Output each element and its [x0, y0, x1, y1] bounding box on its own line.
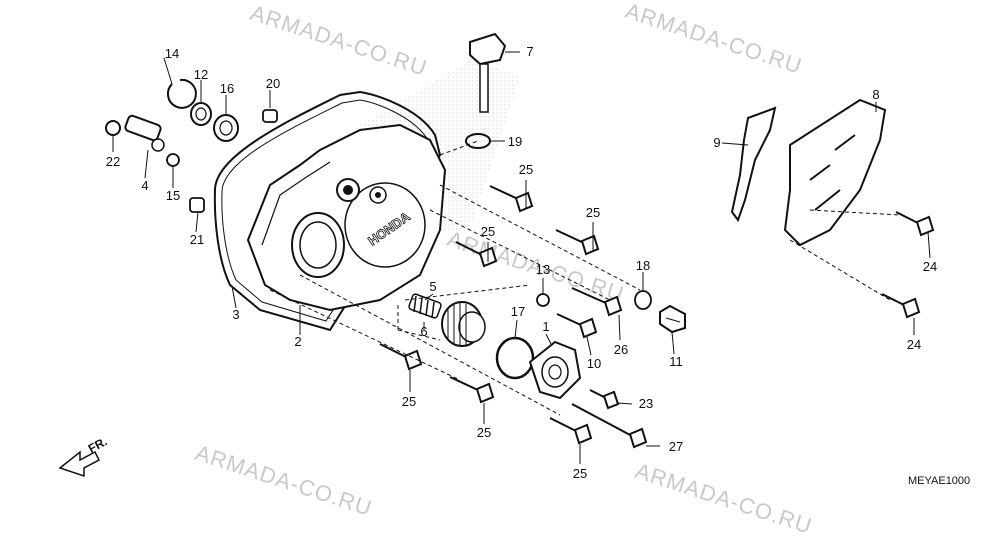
bolt-23	[589, 389, 620, 410]
gasket	[213, 90, 442, 332]
bolt-27	[571, 403, 648, 449]
callout-15: 15	[165, 188, 181, 203]
o-ring-17	[495, 336, 535, 380]
callout-18: 18	[635, 258, 651, 273]
callout-2: 2	[294, 334, 302, 349]
snap-ring	[166, 78, 197, 109]
callout-24-lower: 24	[906, 337, 922, 352]
callout-23: 23	[638, 396, 654, 411]
plate-9	[730, 106, 777, 223]
oil-filler-cap	[469, 32, 507, 113]
washer-13	[536, 293, 550, 307]
callout-13: 13	[535, 262, 551, 277]
left-crankcase-cover	[246, 123, 447, 312]
bolt-25-left	[455, 241, 498, 268]
bolt-25-lower-mid	[449, 376, 495, 404]
diagram-code: MEYAE1000	[908, 475, 971, 487]
callout-9: 9	[713, 135, 721, 150]
oil-seal	[190, 102, 212, 126]
callout-27: 27	[668, 439, 684, 454]
bolt-24-upper	[895, 211, 935, 237]
washer-15	[166, 153, 180, 167]
callout-26: 26	[613, 342, 629, 357]
dowel-pin-20	[262, 109, 278, 123]
bolt-25-mid	[555, 229, 600, 256]
leader-lines	[112, 51, 931, 464]
oil-filter-5	[441, 301, 486, 347]
callout-1: 1	[542, 319, 550, 334]
oil-filter-cover-1	[528, 340, 582, 400]
bolt-26	[571, 287, 623, 317]
callout-4: 4	[141, 178, 149, 193]
sprocket-cover	[783, 98, 887, 247]
callout-24-upper: 24	[922, 259, 938, 274]
callout-25-left: 25	[480, 224, 496, 239]
front-direction-arrow	[58, 450, 100, 478]
callout-25-lower-left: 25	[401, 394, 417, 409]
callout-10: 10	[586, 356, 602, 371]
bolt-10	[556, 313, 598, 339]
callout-25-bottom: 25	[572, 466, 588, 481]
callout-7: 7	[526, 44, 534, 59]
callout-22: 22	[105, 154, 121, 169]
washer-18	[634, 290, 652, 310]
parts-diagram: ARMADA-CO.RU ARMADA-CO.RU ARMADA-CO.RU A…	[58, 0, 971, 539]
callout-16: 16	[219, 81, 235, 96]
spring-6	[408, 293, 442, 319]
callout-20: 20	[265, 76, 281, 91]
callout-8: 8	[872, 87, 880, 102]
callout-6: 6	[420, 324, 428, 339]
shaft-4	[124, 114, 165, 152]
plug-11	[659, 304, 686, 334]
bolt-25-bottom	[549, 417, 593, 445]
callout-14: 14	[164, 46, 180, 61]
callout-5: 5	[429, 279, 437, 294]
callout-3: 3	[232, 307, 240, 322]
washer-22	[105, 120, 121, 136]
dashed-alignment-lines	[269, 140, 901, 416]
bearing-16	[213, 114, 239, 142]
callout-25-mid: 25	[585, 205, 601, 220]
callout-11: 11	[669, 354, 683, 369]
bolt-25-lower-left	[379, 343, 423, 371]
callout-21: 21	[189, 232, 205, 247]
callout-19: 19	[507, 134, 523, 149]
bolts	[379, 185, 935, 449]
dowel-pin-21	[189, 197, 205, 213]
bolt-24-lower	[881, 293, 921, 319]
callout-17: 17	[510, 304, 526, 319]
parts-drawing: HONDA	[58, 32, 935, 478]
callout-25-lower-mid: 25	[476, 425, 492, 440]
bolt-25-upper	[489, 185, 534, 213]
callout-25-upper: 25	[518, 162, 534, 177]
callout-12: 12	[193, 67, 209, 82]
